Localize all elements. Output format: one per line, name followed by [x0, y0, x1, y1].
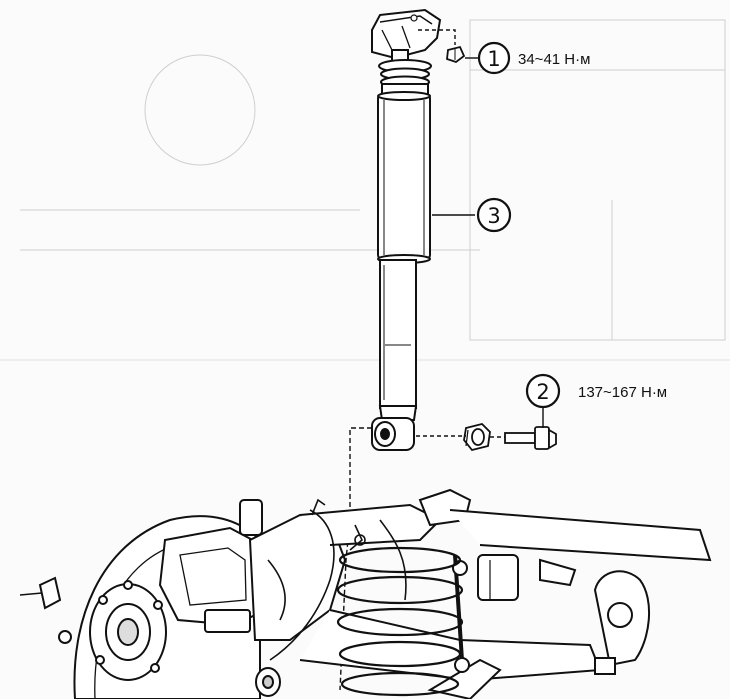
- callout-circle: [525, 373, 561, 409]
- shock-absorber-icon: [371, 8, 442, 451]
- callout-2: 2 137~167 Н·м: [525, 373, 667, 409]
- lower-bolt-icon: [504, 426, 557, 450]
- suspension-arm-icon: [248, 488, 712, 699]
- hub-nut-icon: [255, 667, 281, 697]
- nut-guide-line: [418, 29, 456, 45]
- background-ghost-layer: [0, 19, 730, 361]
- callout-3: 3: [476, 197, 512, 233]
- callout-number: 3: [487, 204, 500, 228]
- upper-mount-nut-icon: [446, 45, 466, 64]
- coil-spring-icon: [336, 546, 464, 697]
- torque-label: 34~41 Н·м: [518, 51, 590, 68]
- bolt-guide-line: [416, 435, 505, 438]
- brake-hose-icon: [267, 498, 407, 661]
- bushing-icon: [463, 423, 491, 452]
- caliper-icon: [158, 499, 267, 633]
- callout-circle: [477, 41, 511, 75]
- callout-circle: [476, 197, 512, 233]
- callout-1: 1 34~41 Н·м: [477, 41, 590, 75]
- callout-number: 2: [536, 380, 549, 404]
- callout-number: 1: [487, 47, 500, 71]
- torque-label: 137~167 Н·м: [578, 384, 667, 401]
